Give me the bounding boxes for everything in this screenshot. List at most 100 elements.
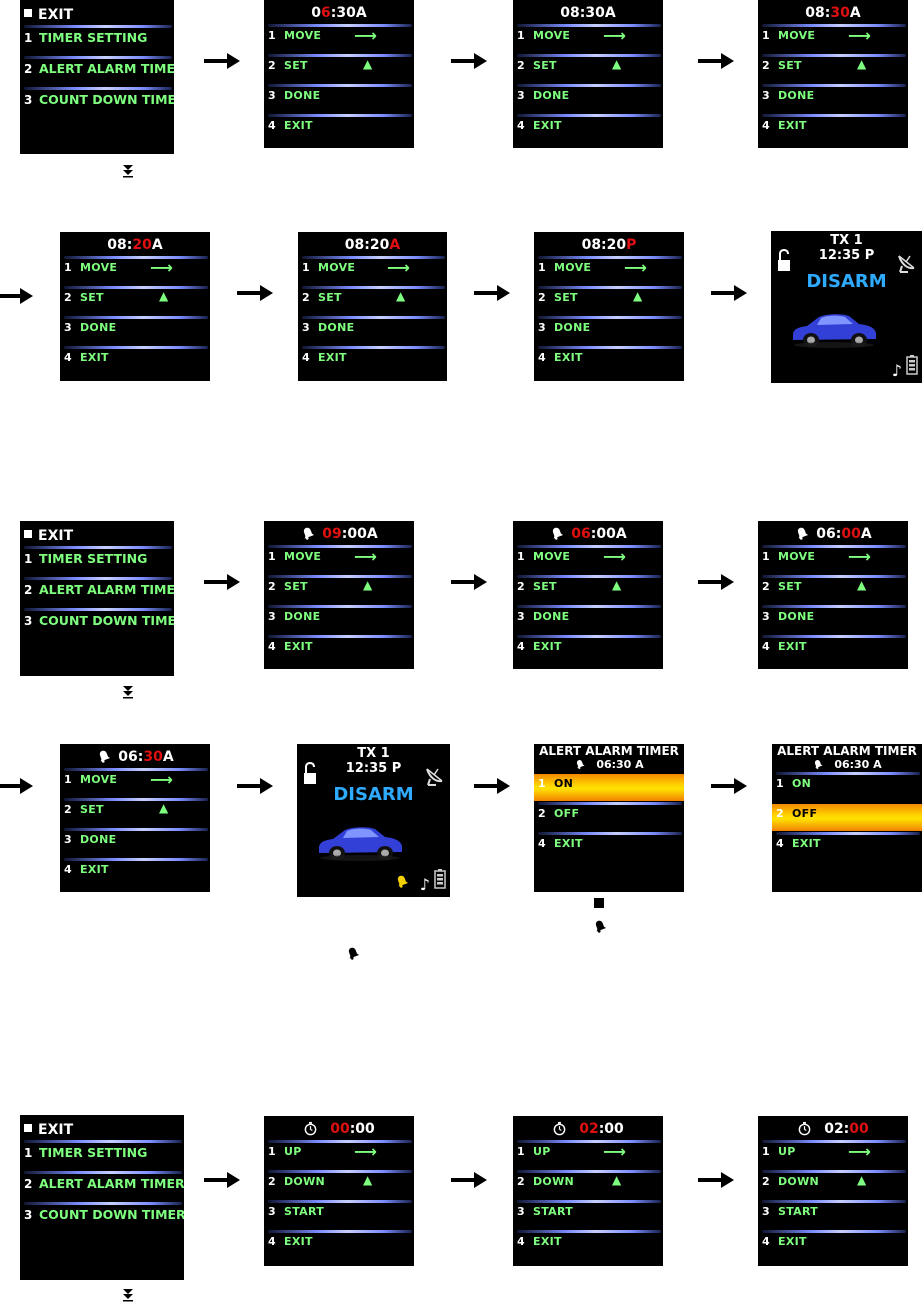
menu-separator xyxy=(24,546,172,549)
menu-item-label: SET xyxy=(778,580,802,593)
transmitter-label: TX 1 xyxy=(830,233,863,248)
alert-time-value: 06:30 A xyxy=(834,758,882,771)
menu-item-number: 3 xyxy=(762,610,770,623)
right-arrow-icon: ⟶ xyxy=(603,26,626,45)
menu-exit[interactable]: EXIT xyxy=(24,528,73,544)
screen-time-title: 08:30A xyxy=(805,5,861,21)
menu-item-number: 3 xyxy=(24,1208,33,1222)
menu-item-number: 2 xyxy=(24,1177,33,1191)
menu-item-label: DONE xyxy=(533,89,570,102)
menu-exit[interactable]: EXIT xyxy=(24,1122,73,1138)
unlock-icon xyxy=(303,761,317,790)
right-arrow-icon: ⟶ xyxy=(848,26,871,45)
menu-item-label: ALERT ALARM TIMER xyxy=(39,61,174,76)
menu-exit[interactable]: EXIT xyxy=(24,7,73,23)
right-arrow-icon: ⟶ xyxy=(387,258,410,277)
square-icon xyxy=(24,530,32,538)
menu-item-label: MOVE xyxy=(533,29,571,42)
screen-time-title: 09:00A xyxy=(264,521,414,547)
menu-separator xyxy=(302,286,445,289)
flow-arrow xyxy=(450,1170,488,1190)
menu-separator xyxy=(268,1200,412,1203)
menu-separator xyxy=(517,24,661,27)
scroll-down-icon xyxy=(122,684,134,699)
menu-item-number: 2 xyxy=(776,807,784,820)
screen-time-title: 00:00 xyxy=(264,1116,414,1142)
menu-separator xyxy=(24,56,172,59)
menu-item-label: EXIT xyxy=(778,640,807,653)
